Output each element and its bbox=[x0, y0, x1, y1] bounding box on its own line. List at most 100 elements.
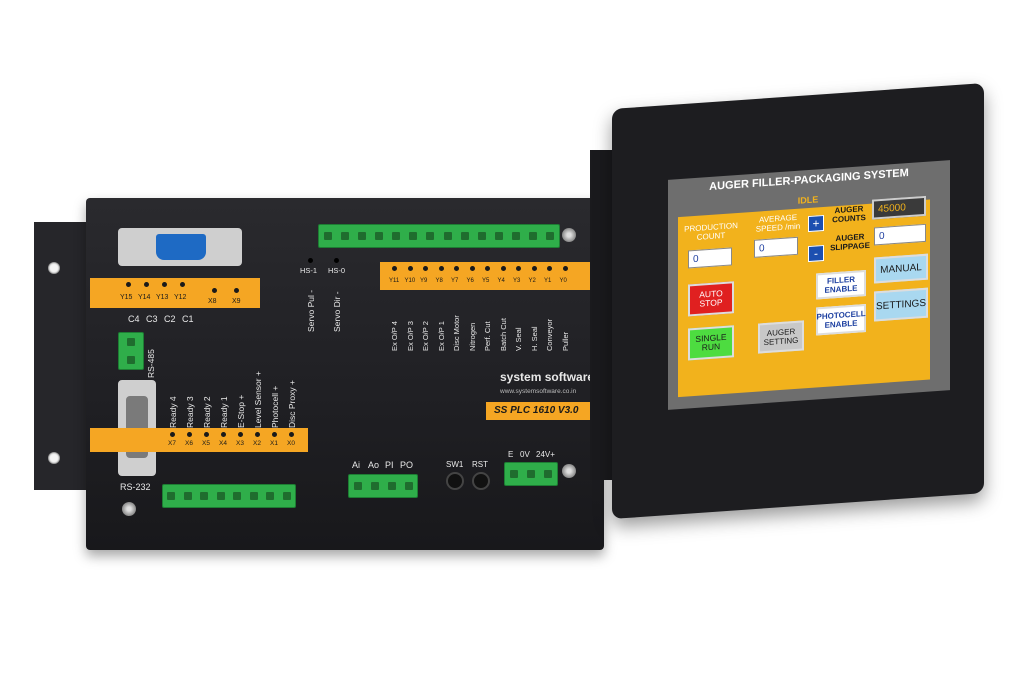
website-label: www.systemsoftware.co.in bbox=[500, 388, 577, 395]
c4-label: C4 bbox=[128, 314, 140, 324]
single-run-button[interactable]: SINGLE RUN bbox=[688, 325, 734, 361]
rst-label: RST bbox=[472, 460, 488, 469]
x-input-label: X1 bbox=[270, 440, 278, 447]
ao-label: Ao bbox=[368, 460, 380, 470]
c2-label: C2 bbox=[164, 314, 176, 324]
x-function-label: Ready 1 bbox=[219, 396, 229, 428]
y-led bbox=[392, 266, 397, 271]
auger-counts-label: AUGER COUNTS bbox=[832, 204, 866, 225]
sw1-label: SW1 bbox=[446, 460, 464, 469]
y-led bbox=[438, 266, 444, 271]
hmi-screen: AUGER FILLER-PACKAGING SYSTEM IDLE PRODU… bbox=[668, 160, 950, 410]
production-count-field[interactable]: 0 bbox=[688, 247, 732, 269]
x-input-label: X0 bbox=[287, 440, 295, 447]
plus-button[interactable]: + bbox=[808, 214, 824, 233]
y-function-label: Puller bbox=[560, 331, 570, 351]
auger-counts-field[interactable]: 45000 bbox=[872, 195, 926, 220]
model-label: SS PLC 1610 V3.0 bbox=[494, 405, 579, 416]
x-led bbox=[170, 432, 175, 437]
mounting-hole bbox=[48, 262, 60, 274]
auto-stop-button[interactable]: AUTO STOP bbox=[688, 281, 734, 317]
x-function-label: Level Sensor + bbox=[253, 371, 263, 428]
x8-label: X8 bbox=[208, 298, 217, 305]
x-function-label: Ready 2 bbox=[202, 396, 212, 428]
led bbox=[144, 282, 149, 287]
y-led bbox=[547, 266, 552, 271]
x-function-label: E-Stop + bbox=[236, 394, 246, 428]
x-function-label: Ready 3 bbox=[185, 396, 195, 428]
y-output-label: Y2 bbox=[528, 278, 536, 284]
y14-label: Y14 bbox=[138, 294, 151, 301]
auger-slippage-field[interactable]: 0 bbox=[874, 223, 926, 246]
y-output-label: Y0 bbox=[559, 278, 567, 284]
settings-button[interactable]: SETTINGS bbox=[874, 287, 928, 322]
x-led bbox=[255, 432, 260, 437]
screw bbox=[562, 228, 576, 242]
led bbox=[162, 282, 167, 287]
vga-connector bbox=[118, 228, 242, 266]
x-input-label: X6 bbox=[185, 440, 193, 447]
x-led bbox=[238, 432, 243, 437]
x-input-label: X3 bbox=[236, 440, 244, 447]
y12-label: Y12 bbox=[174, 294, 187, 301]
auger-setting-button[interactable]: AUGER SETTING bbox=[758, 320, 804, 354]
c3-label: C3 bbox=[146, 314, 158, 324]
auger-slippage-label: AUGER SLIPPAGE bbox=[830, 232, 870, 253]
rst-button[interactable] bbox=[472, 472, 490, 490]
y-led bbox=[500, 266, 506, 271]
mounting-bracket-left bbox=[34, 222, 90, 490]
x-led bbox=[289, 432, 294, 437]
status-label: IDLE bbox=[797, 194, 819, 206]
c1-label: C1 bbox=[182, 314, 194, 324]
y-output-label: Y7 bbox=[451, 278, 459, 284]
screw bbox=[562, 464, 576, 478]
y-function-label: Nitrogen bbox=[467, 322, 477, 351]
y-output-label: Y4 bbox=[497, 278, 505, 284]
hs0-led bbox=[334, 258, 339, 263]
mounting-hole bbox=[48, 452, 60, 464]
y-function-label: Disc Motor bbox=[452, 315, 461, 351]
x-function-label: Ready 4 bbox=[168, 396, 178, 428]
y-function-label: V. Seal bbox=[514, 327, 523, 352]
led bbox=[126, 282, 131, 287]
y-led bbox=[423, 266, 428, 271]
x-led bbox=[221, 432, 226, 437]
brand-label: system software bbox=[500, 370, 595, 384]
minus-button[interactable]: - bbox=[808, 244, 824, 263]
x-led bbox=[204, 432, 209, 437]
led bbox=[180, 282, 185, 287]
servo-dir-label: Servo Dir - bbox=[332, 291, 342, 332]
servo-pul-label: Servo Pul - bbox=[306, 289, 316, 332]
y-output-label: Y1 bbox=[544, 278, 552, 284]
y-function-label: Batch Cut bbox=[498, 318, 508, 351]
rs485-terminal bbox=[118, 332, 144, 370]
x-led bbox=[272, 432, 277, 437]
y-led bbox=[516, 266, 521, 271]
y-output-label: Y9 bbox=[420, 278, 428, 284]
x-input-label: X5 bbox=[202, 440, 210, 447]
y-led bbox=[469, 266, 475, 271]
screw bbox=[122, 502, 136, 516]
average-speed-field[interactable]: 0 bbox=[754, 236, 798, 258]
hs1-label: HS-1 bbox=[300, 266, 318, 275]
x-led bbox=[187, 432, 192, 437]
y-output-label: Y8 bbox=[435, 278, 443, 284]
y-function-label: Ex O/P 2 bbox=[421, 321, 430, 351]
filler-enable-button[interactable]: FILLER ENABLE bbox=[816, 270, 866, 300]
top-terminal-block bbox=[318, 224, 560, 248]
24v-label: 24V+ bbox=[536, 450, 555, 459]
pi-label: PI bbox=[385, 460, 394, 470]
bottom-left-terminal-block bbox=[162, 484, 296, 508]
ai-label: Ai bbox=[352, 460, 361, 470]
power-terminal-block bbox=[504, 462, 558, 486]
y-led bbox=[531, 266, 537, 271]
y-function-label: H. Seal bbox=[529, 326, 539, 351]
x-function-label: Disc Proxy + bbox=[287, 380, 297, 428]
y-output-label: Y11 bbox=[389, 278, 400, 284]
photocell-enable-button[interactable]: PHOTOCELL ENABLE bbox=[816, 304, 866, 336]
sw1-button[interactable] bbox=[446, 472, 464, 490]
x-input-label: X7 bbox=[168, 440, 176, 447]
y-led bbox=[562, 266, 568, 271]
manual-button[interactable]: MANUAL bbox=[874, 253, 928, 284]
